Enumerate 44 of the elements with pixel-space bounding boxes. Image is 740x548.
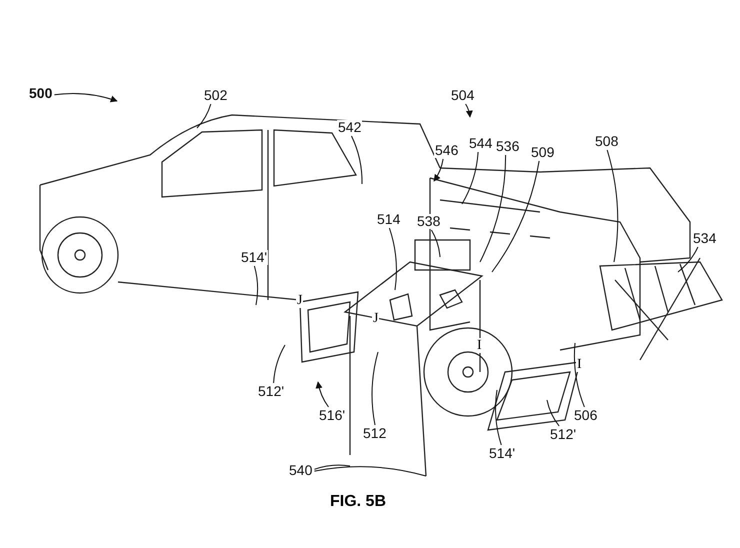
leader-arrow <box>465 104 473 118</box>
leader-line <box>314 466 426 476</box>
figure-caption: FIG. 5B <box>330 493 386 511</box>
leader-line <box>606 150 618 262</box>
reference-numeral: 536 <box>495 139 520 154</box>
section-mark: J <box>296 293 304 308</box>
leader-line <box>314 464 350 470</box>
leader-line <box>492 160 540 272</box>
reference-numeral: 540 <box>288 463 314 478</box>
reference-numeral: 509 <box>530 145 556 160</box>
reference-numeral: 546 <box>434 143 460 158</box>
leader-line <box>388 228 397 290</box>
leader-line <box>351 136 362 184</box>
leader-arrow <box>54 93 118 102</box>
leader-line <box>196 104 212 128</box>
reference-numeral: 504 <box>450 88 476 103</box>
reference-numeral: 512' <box>549 427 578 442</box>
reference-numeral: 500 <box>28 86 54 101</box>
leader-line <box>480 154 506 262</box>
reference-numeral: 516' <box>318 408 346 423</box>
leader-line <box>254 266 258 306</box>
reference-numeral: 538 <box>416 214 442 229</box>
leader-arrow <box>316 381 329 408</box>
leader-line <box>574 342 585 408</box>
section-mark: I <box>576 357 583 372</box>
reference-numeral: 508 <box>594 134 620 149</box>
reference-numeral: 514' <box>240 250 268 265</box>
reference-numeral: 514' <box>488 446 516 461</box>
leader-line <box>430 230 440 258</box>
reference-numeral: 534 <box>692 231 718 246</box>
leader-line <box>372 352 378 426</box>
leader-line <box>462 152 479 204</box>
section-mark: I <box>476 338 483 353</box>
reference-numeral: 514 <box>376 212 402 227</box>
leader-line <box>273 344 286 384</box>
leader-line <box>495 390 502 446</box>
leader-arrow <box>434 158 444 182</box>
leader-line <box>678 246 698 272</box>
reference-numeral: 512 <box>362 426 388 441</box>
reference-numeral: 544 <box>468 136 494 151</box>
reference-numeral: 506 <box>573 408 598 423</box>
reference-numeral: 502 <box>203 88 228 103</box>
reference-numeral: 542 <box>337 120 362 135</box>
reference-numeral: 512' <box>257 384 286 399</box>
